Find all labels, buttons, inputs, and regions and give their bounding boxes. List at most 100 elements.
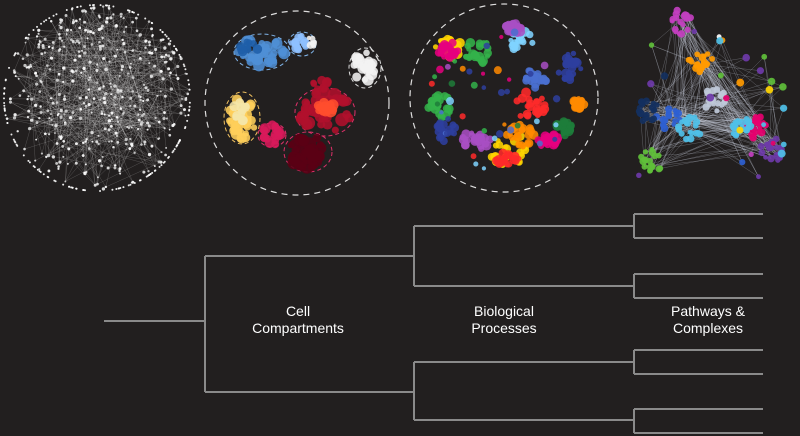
pathway-edge bbox=[696, 89, 770, 123]
hairball-edge bbox=[60, 49, 187, 99]
hairball-node bbox=[124, 142, 128, 146]
pathway-edge bbox=[689, 108, 784, 119]
hairball-node bbox=[175, 74, 178, 77]
hairball-edge bbox=[104, 96, 123, 115]
hairball-edge bbox=[30, 47, 53, 66]
hairball-rim-node bbox=[151, 171, 154, 174]
hairball-edge bbox=[79, 55, 167, 62]
pathway-node bbox=[706, 93, 715, 102]
hairball-edge bbox=[161, 56, 182, 106]
hairball-edge bbox=[27, 99, 43, 154]
hairball-edge bbox=[83, 37, 103, 143]
hairball-rim-node bbox=[161, 31, 164, 34]
process-node bbox=[540, 104, 550, 114]
pathway-node bbox=[694, 51, 701, 58]
hairball-edge bbox=[88, 24, 117, 81]
hairball-edge bbox=[59, 71, 74, 137]
pathway-edge bbox=[653, 29, 688, 111]
hairball-node bbox=[92, 6, 96, 10]
hairball-edge bbox=[82, 10, 165, 129]
pathway-node bbox=[703, 87, 711, 95]
hairball-node bbox=[65, 28, 69, 32]
compartment-node bbox=[322, 119, 333, 130]
hairball-node bbox=[138, 33, 143, 37]
process-node bbox=[432, 95, 441, 104]
pathway-edge bbox=[650, 83, 761, 118]
hairball-node bbox=[47, 45, 51, 49]
hairball-node bbox=[66, 162, 69, 165]
hairball-node bbox=[176, 64, 180, 69]
pathway-edge bbox=[704, 64, 761, 71]
pathway-node bbox=[765, 143, 774, 152]
hairball-edge bbox=[15, 114, 53, 126]
hairball-node bbox=[107, 6, 110, 9]
hairball-node bbox=[74, 161, 78, 165]
hairball-node bbox=[106, 166, 110, 170]
hairball-edge bbox=[27, 38, 152, 54]
hairball-rim-node bbox=[188, 108, 191, 111]
pathway-node bbox=[655, 152, 662, 159]
hairball-node bbox=[45, 155, 48, 159]
hairball-edge bbox=[52, 96, 123, 126]
hairball-rim-node bbox=[55, 13, 58, 16]
process-node bbox=[433, 122, 442, 131]
hairball-rim-node bbox=[167, 156, 170, 159]
hairball-node bbox=[154, 47, 158, 52]
hairball-node bbox=[50, 118, 53, 122]
hairball-node bbox=[107, 128, 111, 132]
hairball-node bbox=[98, 40, 101, 44]
hairball-node bbox=[29, 118, 34, 122]
hairball-node bbox=[57, 165, 60, 168]
hairball-edge bbox=[171, 88, 187, 99]
hairball-edge bbox=[22, 40, 63, 59]
hairball-edge bbox=[119, 95, 158, 169]
hairball-edge bbox=[149, 45, 160, 123]
hairball-node bbox=[64, 109, 68, 113]
hairball-node bbox=[150, 144, 154, 148]
hairball-edge bbox=[37, 36, 150, 43]
pathway-edge bbox=[716, 110, 735, 125]
process-node bbox=[466, 68, 473, 75]
process-node bbox=[492, 142, 500, 149]
hairball-node bbox=[150, 27, 153, 31]
process-node bbox=[532, 77, 539, 84]
hairball-edge bbox=[85, 11, 97, 142]
hairball-node bbox=[163, 94, 167, 98]
hairball-node bbox=[37, 45, 41, 49]
hairball-edge bbox=[40, 71, 74, 113]
hairball-edge bbox=[71, 9, 105, 115]
hairball-node bbox=[162, 38, 165, 41]
hairball-edge bbox=[15, 75, 111, 84]
hairball-edge bbox=[75, 39, 163, 43]
hairball-edge bbox=[44, 52, 104, 59]
pathway-node bbox=[779, 104, 788, 112]
process-node bbox=[578, 66, 584, 72]
pathway-edge bbox=[694, 31, 702, 69]
pathway-edge bbox=[701, 66, 772, 82]
hairball-edge bbox=[31, 99, 99, 178]
compartment-node bbox=[319, 101, 330, 112]
pathway-edge bbox=[675, 29, 680, 121]
hairball-edge bbox=[161, 71, 175, 125]
hairball-edge bbox=[38, 33, 160, 162]
hairball-edge bbox=[85, 124, 142, 165]
hairball-edge bbox=[62, 17, 100, 147]
hairball-node bbox=[108, 114, 111, 117]
hairball-edge bbox=[15, 76, 50, 119]
compartment-node bbox=[232, 122, 239, 129]
pathway-edge bbox=[644, 146, 761, 167]
process-node bbox=[504, 88, 510, 95]
process-node bbox=[503, 144, 509, 150]
compartment-node bbox=[298, 134, 310, 146]
pathway-edge bbox=[650, 130, 760, 168]
hairball-node bbox=[13, 113, 17, 117]
hairball-edge bbox=[102, 45, 162, 72]
hairball-node bbox=[57, 167, 60, 170]
hairball-node bbox=[142, 170, 146, 174]
hairball-edge bbox=[47, 65, 143, 123]
hairball-edge bbox=[86, 139, 110, 142]
pathway-node bbox=[683, 13, 691, 21]
hairball-edge bbox=[90, 8, 112, 142]
pathway-node bbox=[642, 149, 649, 155]
hairball-rim-node bbox=[62, 183, 65, 186]
